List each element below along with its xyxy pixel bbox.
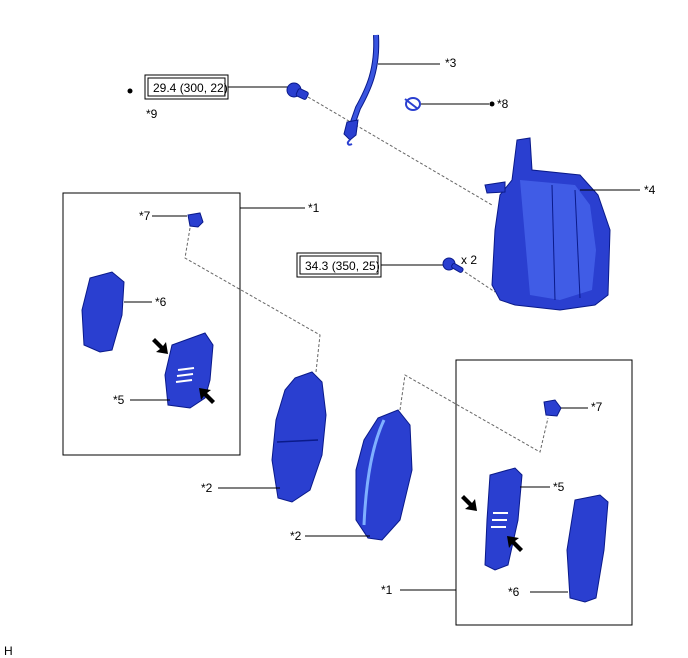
callout-9: *9 — [146, 107, 158, 121]
anti-squeal-clip-part — [543, 399, 562, 417]
arrow-icon — [199, 388, 215, 404]
bolt-quantity: x 2 — [461, 253, 477, 267]
pad-kit-box-left — [62, 192, 241, 456]
bullet-dot-icon — [489, 101, 495, 107]
bullet-dot-icon — [127, 88, 133, 94]
assembly-line-bolt-caliper — [307, 96, 493, 206]
caliper-part — [484, 137, 611, 311]
outer-shim-part — [81, 271, 125, 353]
union-bolt-part — [286, 82, 309, 100]
anti-squeal-clip-part — [187, 212, 204, 228]
callout-5-right: *5 — [553, 480, 565, 494]
torque-spec-2: 34.3 (350, 25) — [296, 252, 443, 278]
figure-code: H — [4, 644, 13, 658]
outer-shim-part — [566, 494, 609, 603]
mounting-bolt-part — [442, 257, 464, 273]
callout-1-bottom: *1 — [381, 583, 393, 597]
inner-shim-part — [484, 467, 523, 571]
torque-value-2: 34.3 (350, 25) — [305, 259, 380, 273]
torque-value-1: 29.4 (300, 22) — [153, 81, 228, 95]
callout-7-left: *7 — [139, 209, 151, 223]
clip-part — [404, 97, 421, 111]
callout-6-right: *6 — [508, 585, 520, 599]
callout-5-left: *5 — [113, 393, 125, 407]
callout-2-left: *2 — [201, 481, 213, 495]
callout-1-top: *1 — [308, 201, 320, 215]
callout-4: *4 — [644, 183, 656, 197]
callout-6-left: *6 — [155, 295, 167, 309]
brake-pad-part-2 — [355, 409, 413, 541]
callout-2-right: *2 — [290, 529, 302, 543]
callout-8: *8 — [497, 97, 509, 111]
assembly-line-bolt2-caliper — [464, 271, 496, 293]
arrow-icon — [461, 495, 477, 511]
assembly-line-clip-pad — [184, 227, 321, 373]
callout-3: *3 — [445, 56, 457, 70]
flexible-hose-part — [343, 34, 380, 146]
callout-7-right: *7 — [591, 400, 603, 414]
arrow-icon — [152, 338, 168, 354]
arrow-icon — [507, 536, 523, 552]
assembly-line-clip-pad-right — [399, 374, 549, 453]
torque-spec-1: 29.4 (300, 22) — [144, 74, 288, 100]
pad-kit-box-right — [455, 359, 633, 626]
brake-pad-part-1 — [271, 371, 327, 503]
